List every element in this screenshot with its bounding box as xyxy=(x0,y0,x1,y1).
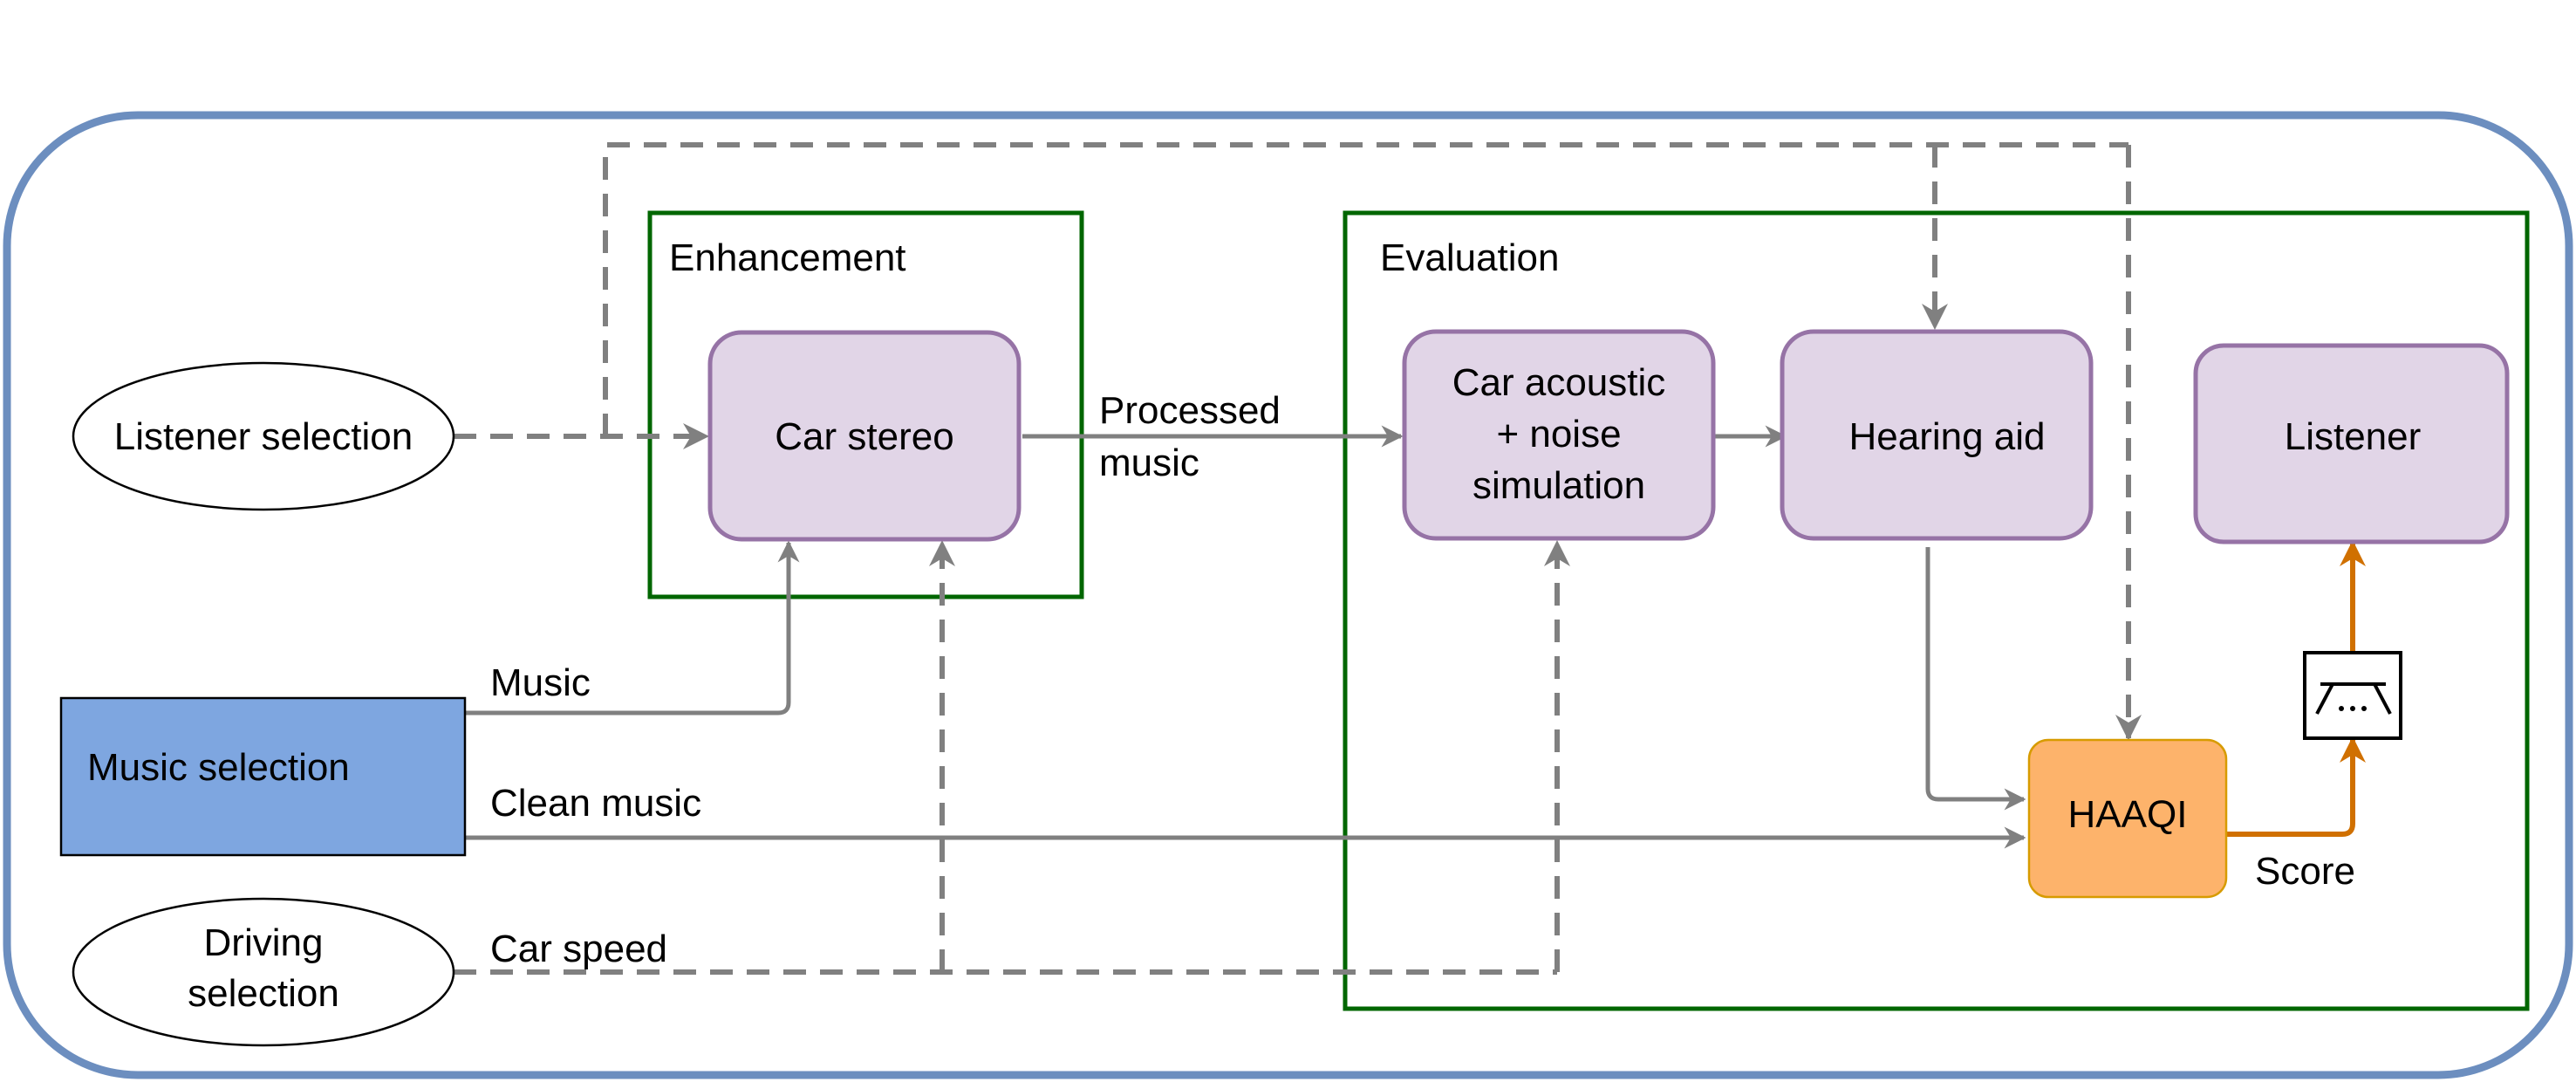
hearing-aid-label: Hearing aid xyxy=(1848,415,2045,458)
driving-selection-label-line2: selection xyxy=(188,972,339,1015)
hearing-aid-to-haaqi-arrow xyxy=(1925,547,2026,811)
car-stereo-shape xyxy=(707,330,1022,542)
hearing-aid-node: Hearing aid xyxy=(1780,329,2094,541)
music-to-car-stereo-arrow xyxy=(465,540,800,716)
haaqi-to-aggregation-arrow xyxy=(2224,736,2366,837)
car-stereo-node: Car stereo xyxy=(707,330,1022,542)
outer-container xyxy=(3,111,2573,1079)
score-aggregation-icon xyxy=(2303,651,2402,740)
driving-selection-shape xyxy=(72,897,455,1047)
score-edge-label: Score xyxy=(2255,850,2355,893)
music-selection-node: Music selection xyxy=(59,696,467,857)
processed-music-label-line2: music xyxy=(1099,442,1199,484)
listener-selection-label: Listener selection xyxy=(114,415,413,458)
car-acoustic-label-line2: + noise xyxy=(1496,413,1621,455)
score-arrows xyxy=(2224,540,2366,837)
car-acoustic-node: Car acoustic + noise simulation xyxy=(1402,329,1716,541)
haaqi-label: HAAQI xyxy=(2068,793,2188,836)
music-selection-shape xyxy=(59,696,467,857)
haaqi-node: HAAQI xyxy=(2027,738,2228,899)
listener-selection-node: Listener selection xyxy=(72,361,455,511)
listener-node: Listener xyxy=(2193,343,2510,544)
music-selection-label: Music selection xyxy=(87,746,350,789)
evaluation-group xyxy=(1343,210,2530,1011)
hearing-aid-shape xyxy=(1780,329,2094,541)
driving-selection-node: Driving selection xyxy=(72,897,455,1047)
car-acoustic-shape xyxy=(1402,329,1716,541)
evaluation-group-label: Evaluation xyxy=(1380,236,1559,279)
processed-music-label-line1: Processed xyxy=(1099,389,1281,432)
listener-selection-shape xyxy=(72,361,455,511)
driving-selection-label-line1: Driving xyxy=(204,921,324,964)
car-speed-edge-label: Car speed xyxy=(490,928,667,970)
listener-shape xyxy=(2193,343,2510,544)
car-acoustic-label-line3: simulation xyxy=(1472,464,1645,507)
car-speed-routing-lines xyxy=(454,540,1570,975)
haaqi-shape xyxy=(2027,738,2228,899)
car-stereo-label: Car stereo xyxy=(775,415,953,458)
car-acoustic-label-line1: Car acoustic xyxy=(1452,361,1666,404)
listener-routing-lines xyxy=(454,142,2142,741)
listener-label: Listener xyxy=(2285,415,2422,458)
signal-arrows xyxy=(465,425,2026,849)
enhancement-group xyxy=(647,210,1084,599)
clean-music-edge-label: Clean music xyxy=(490,782,701,825)
enhancement-group-label: Enhancement xyxy=(669,236,906,279)
music-edge-label: Music xyxy=(490,661,591,704)
